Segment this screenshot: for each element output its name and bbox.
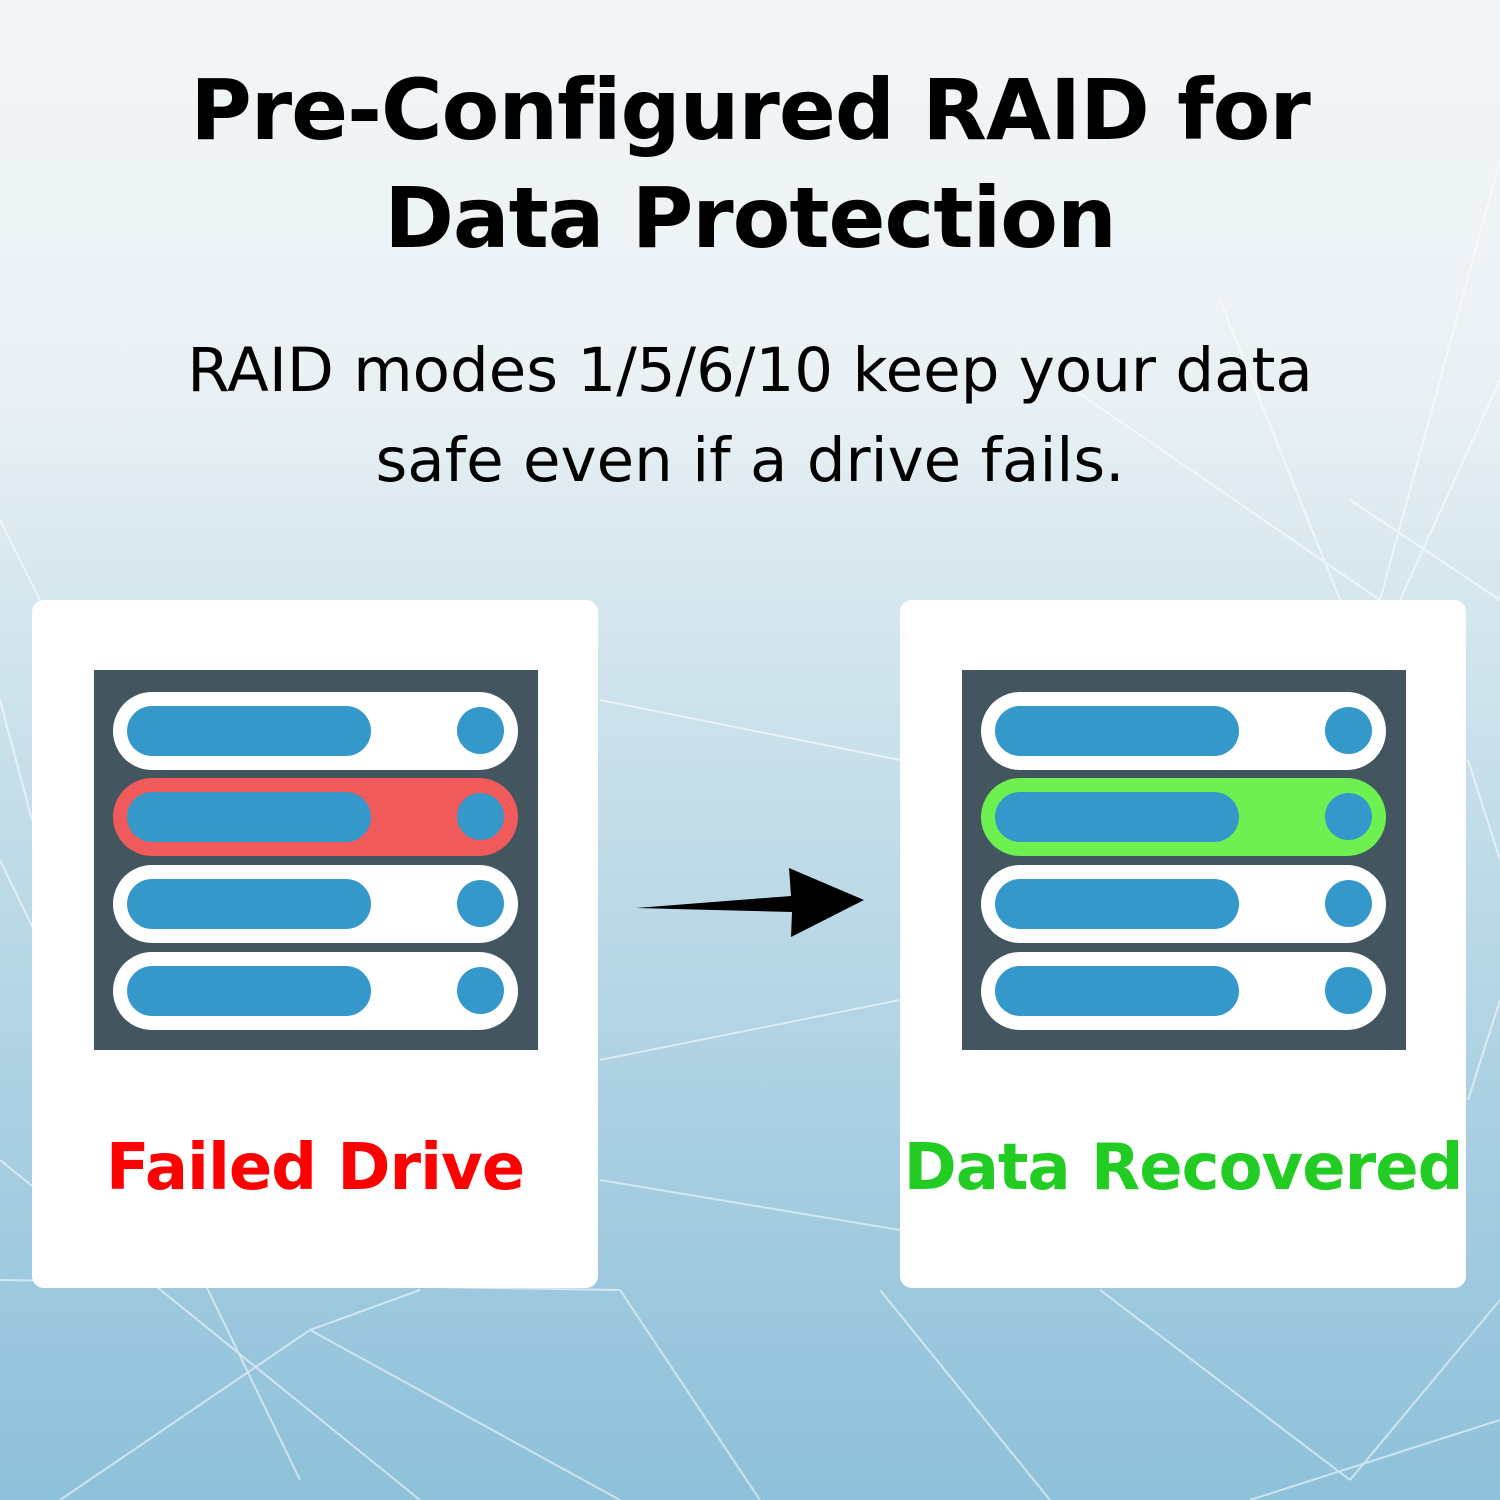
drive-bar <box>127 879 371 929</box>
drive-bay-4 <box>113 952 518 1030</box>
raid-rack-icon <box>962 670 1406 1050</box>
drive-bay-4 <box>981 952 1386 1030</box>
drive-bar <box>995 792 1239 842</box>
drive-bar <box>127 706 371 756</box>
drive-led <box>1325 880 1372 927</box>
drive-bar <box>995 706 1239 756</box>
drive-led <box>1325 707 1372 754</box>
drive-led <box>457 793 504 840</box>
drive-led <box>1325 967 1372 1014</box>
drive-led <box>457 880 504 927</box>
failed-drive-card: Failed Drive <box>32 600 598 1288</box>
drive-led <box>457 707 504 754</box>
data-recovered-card: Data Recovered <box>900 600 1466 1288</box>
drive-bar <box>127 792 371 842</box>
title-line-1: Pre-Configured RAID for <box>190 61 1311 159</box>
page-subtitle: RAID modes 1/5/6/10 keep your data safe … <box>0 326 1500 506</box>
drive-bay-2-recovered <box>981 778 1386 856</box>
drive-bay-2-failed <box>113 778 518 856</box>
drive-bar <box>995 966 1239 1016</box>
drive-bay-1 <box>113 692 518 770</box>
title-line-2: Data Protection <box>384 169 1117 267</box>
subtitle-line-1: RAID modes 1/5/6/10 keep your data <box>187 335 1313 406</box>
drive-bay-3 <box>113 865 518 943</box>
drive-bay-1 <box>981 692 1386 770</box>
drive-led <box>1325 793 1372 840</box>
drive-bar <box>127 966 371 1016</box>
subtitle-line-2: safe even if a drive fails. <box>375 425 1125 496</box>
data-recovered-caption: Data Recovered <box>903 1131 1464 1205</box>
right-arrow-icon <box>636 868 864 937</box>
raid-rack-icon <box>94 670 538 1050</box>
page-title: Pre-Configured RAID for Data Protection <box>0 56 1500 272</box>
drive-bay-3 <box>981 865 1386 943</box>
failed-drive-caption: Failed Drive <box>105 1131 525 1205</box>
drive-bar <box>995 879 1239 929</box>
drive-led <box>457 967 504 1014</box>
